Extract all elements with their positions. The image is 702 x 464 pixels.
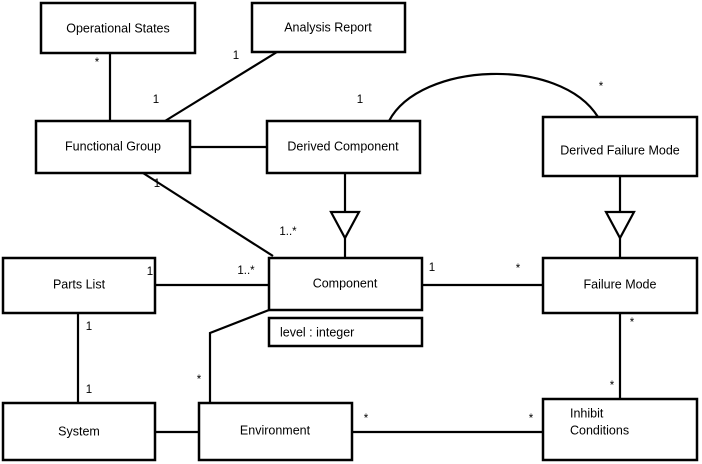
class-box-functional-group[interactable]: Functional Group	[34, 119, 192, 175]
multiplicity-parts-list-system-end: 1	[86, 321, 92, 333]
class-box-operational-states[interactable]: Operational States	[39, 1, 197, 55]
multiplicity-component-parts-list-end: 1..*	[237, 265, 255, 277]
multiplicity-component-failure-mode-end: 1	[429, 262, 435, 274]
generalization-arrow-derived-component	[329, 210, 361, 241]
class-attr-rect-component	[267, 316, 424, 348]
multiplicity-inhibit-environment-end: *	[529, 413, 534, 425]
class-box-environment[interactable]: Environment	[197, 401, 354, 462]
multiplicity-operational-states-star: *	[95, 57, 100, 69]
multiplicity-functional-group-component-end: 1	[154, 178, 160, 190]
multiplicity-derived-component-curve-end: 1	[357, 94, 363, 106]
multiplicity-functional-group-analysis-end: 1	[153, 94, 159, 106]
multiplicity-failure-mode-inhibit-end: *	[630, 317, 635, 329]
multiplicity-system-parts-list-end: 1	[86, 384, 92, 396]
class-name-parts-list: Parts List	[53, 277, 106, 291]
class-rect-failure-mode	[541, 256, 699, 315]
class-name-environment: Environment	[240, 423, 311, 437]
multiplicity-inhibit-failure-mode-end: *	[610, 380, 615, 392]
generalization-arrow-derived-failure-mode	[604, 210, 636, 241]
class-box-derived-failure-mode[interactable]: Derived Failure Mode	[541, 115, 699, 178]
association-derived-component-derived-failure-mode	[388, 72, 599, 122]
class-name-functional-group: Functional Group	[65, 139, 161, 153]
class-box-inhibit-conditions[interactable]: Inhibit Conditions	[541, 397, 699, 462]
class-box-failure-mode[interactable]: Failure Mode	[541, 256, 699, 315]
class-box-system[interactable]: System	[1, 401, 157, 462]
class-name-inhibit-conditions-line1: Inhibit	[570, 406, 604, 420]
class-rect-analysis-report	[250, 1, 407, 54]
class-rect-functional-group	[34, 119, 192, 175]
multiplicity-failure-mode-component-end: *	[516, 263, 521, 275]
class-rect-system	[1, 401, 157, 462]
class-box-component[interactable]: Component level : integer	[267, 256, 424, 348]
class-rect-inhibit-conditions	[541, 397, 699, 462]
class-name-analysis-report: Analysis Report	[284, 20, 372, 34]
multiplicity-environment-component-end: *	[197, 374, 202, 386]
class-name-inhibit-conditions-line2: Conditions	[570, 423, 629, 437]
multiplicity-component-functional-group-end: 1..*	[279, 226, 297, 238]
class-box-parts-list[interactable]: Parts List	[1, 256, 157, 315]
multiplicity-derived-failure-mode-curve-end: *	[599, 81, 604, 93]
class-rect-parts-list	[1, 256, 157, 315]
class-name-derived-component: Derived Component	[287, 139, 399, 153]
class-rect-environment	[197, 401, 354, 462]
association-functional-group-component	[142, 172, 274, 257]
class-name-component: Component	[313, 276, 378, 290]
class-box-derived-component[interactable]: Derived Component	[265, 119, 422, 175]
class-name-system: System	[58, 424, 100, 438]
class-attribute-component-level: level : integer	[280, 325, 354, 339]
class-rect-derived-failure-mode	[541, 115, 699, 178]
class-name-operational-states: Operational States	[66, 21, 170, 35]
multiplicity-environment-inhibit-end: *	[364, 413, 369, 425]
class-rect-derived-component	[265, 119, 422, 175]
class-rect-operational-states	[39, 1, 197, 55]
class-rect-component	[267, 256, 424, 312]
class-name-failure-mode: Failure Mode	[584, 277, 657, 291]
association-functional-group-analysis-report	[164, 51, 278, 122]
association-environment-component	[208, 308, 270, 403]
class-name-derived-failure-mode: Derived Failure Mode	[560, 143, 680, 157]
class-box-analysis-report[interactable]: Analysis Report	[250, 1, 407, 54]
multiplicity-analysis-report-end: 1	[233, 50, 239, 62]
multiplicity-parts-list-component-end: 1	[147, 266, 153, 278]
